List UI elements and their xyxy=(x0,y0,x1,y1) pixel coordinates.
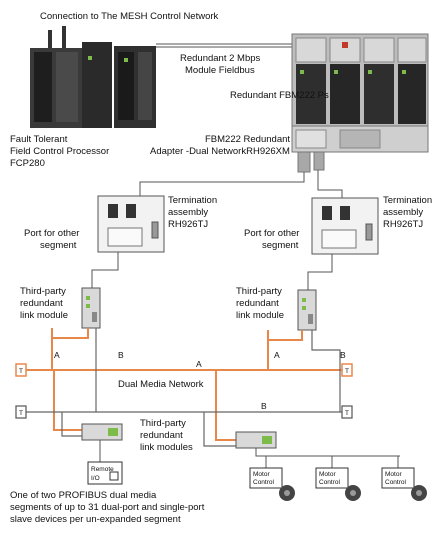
rh926xm-adapter xyxy=(291,125,429,173)
terminator-b-left: T xyxy=(15,405,27,419)
cable-motor-bus xyxy=(255,448,400,457)
terminator-a-left: T xyxy=(15,363,27,377)
terminator-b-right-label: T xyxy=(345,410,349,417)
motor-1-label-2: Control xyxy=(253,479,275,486)
term-right-label-2: assembly xyxy=(383,207,423,218)
remote-io-device: Remote I/O xyxy=(87,461,123,485)
link-left-label-3: link module xyxy=(20,310,68,321)
terminator-b-left-label: T xyxy=(19,410,23,417)
bus-b-to-bottom-left xyxy=(61,412,82,437)
bus-b-to-bottom-mid xyxy=(203,412,236,447)
links-bottom-label-1: Third-party xyxy=(140,418,186,429)
bus-a-link-left xyxy=(52,328,89,339)
fcp280-processor xyxy=(30,26,156,128)
remote-io-label-2: I/O xyxy=(91,475,100,482)
link-module-left xyxy=(81,287,101,329)
termination-assembly-left xyxy=(97,195,165,253)
terminator-b-right: T xyxy=(341,405,353,419)
links-bottom-label-2: redundant xyxy=(140,430,183,441)
term-right-label-3: RH926TJ xyxy=(383,219,423,230)
link-module-right xyxy=(297,289,317,331)
motor-3-label-1: Motor xyxy=(385,471,402,478)
link-right-label-2: redundant xyxy=(236,298,279,309)
fieldbus-label-1: Redundant 2 Mbps xyxy=(180,53,261,64)
link-right-label-3: link module xyxy=(236,310,284,321)
link-module-bottom-mid xyxy=(235,431,277,449)
fbm222-ps-label: Redundant FBM222 Ps xyxy=(230,90,329,101)
fcp-label-2: Field Control Processor xyxy=(10,146,109,157)
fcp-label-1: Fault Tolerant xyxy=(10,134,68,145)
port-right-label-2: segment xyxy=(262,240,299,251)
bus-a-link-right xyxy=(268,330,303,341)
motor-control-3: Motor Control xyxy=(381,467,427,501)
link-left-label-2: redundant xyxy=(20,298,63,309)
terminator-a-left-label: T xyxy=(19,368,23,375)
term-left-label-3: RH926TJ xyxy=(168,219,208,230)
cable-term-to-link-left xyxy=(91,252,119,290)
bus-b-drop-right xyxy=(311,330,341,412)
termination-assembly-right xyxy=(311,197,379,255)
motor-control-2: Motor Control xyxy=(315,467,361,501)
bus-b-mid-letter: B xyxy=(261,401,267,411)
cable-to-term-left xyxy=(139,172,305,196)
motor-3-label-2: Control xyxy=(385,479,407,486)
adapter-label-2: Adapter -Dual NetworkRH926XM xyxy=(150,146,290,157)
bus-a-to-bottom-mid xyxy=(215,370,236,441)
port-right-label-1: Port for other xyxy=(244,228,299,239)
adapter-label-1: FBM222 Redundant xyxy=(205,134,290,145)
fcp-label-3: FCP280 xyxy=(10,158,45,169)
term-left-label-1: Termination xyxy=(168,195,217,206)
terminator-a-right-label: T xyxy=(345,368,349,375)
cable-to-term-right xyxy=(317,170,343,198)
motor-1-label-1: Motor xyxy=(253,471,270,478)
bus-a-right-letter: A xyxy=(274,350,280,360)
dual-media-network-label: Dual Media Network xyxy=(118,379,204,390)
cable-term-to-link-right xyxy=(307,254,333,290)
mesh-connection-label: Connection to The MESH Control Network xyxy=(40,11,219,22)
bus-b-right-letter: B xyxy=(340,350,346,360)
remote-io-label-1: Remote xyxy=(91,466,114,473)
port-left-label-2: segment xyxy=(40,240,77,251)
term-right-label-1: Termination xyxy=(383,195,432,206)
motor-2-label-2: Control xyxy=(319,479,341,486)
footer-label-2: segments of up to 31 dual-port and singl… xyxy=(10,502,205,513)
bus-b-left-letter: B xyxy=(118,350,124,360)
fieldbus-label-2: Module Fieldbus xyxy=(185,65,255,76)
link-left-label-1: Third-party xyxy=(20,286,66,297)
term-left-label-2: assembly xyxy=(168,207,208,218)
terminator-a-right: T xyxy=(341,363,353,377)
link-right-label-1: Third-party xyxy=(236,286,282,297)
port-left-label-1: Port for other xyxy=(24,228,79,239)
motor-control-1: Motor Control xyxy=(249,467,295,501)
motor-2-label-1: Motor xyxy=(319,471,336,478)
bus-a-mid-letter: A xyxy=(196,359,202,369)
footer-label-1: One of two PROFIBUS dual media xyxy=(10,490,157,501)
link-module-bottom-left xyxy=(81,423,123,441)
bus-a-left-letter: A xyxy=(54,350,60,360)
footer-label-3: slave devices per un-expanded segment xyxy=(10,514,181,525)
fbm222-rack xyxy=(291,33,429,127)
links-bottom-label-3: link modules xyxy=(140,442,193,453)
bus-a-to-bottom-left xyxy=(53,370,82,431)
